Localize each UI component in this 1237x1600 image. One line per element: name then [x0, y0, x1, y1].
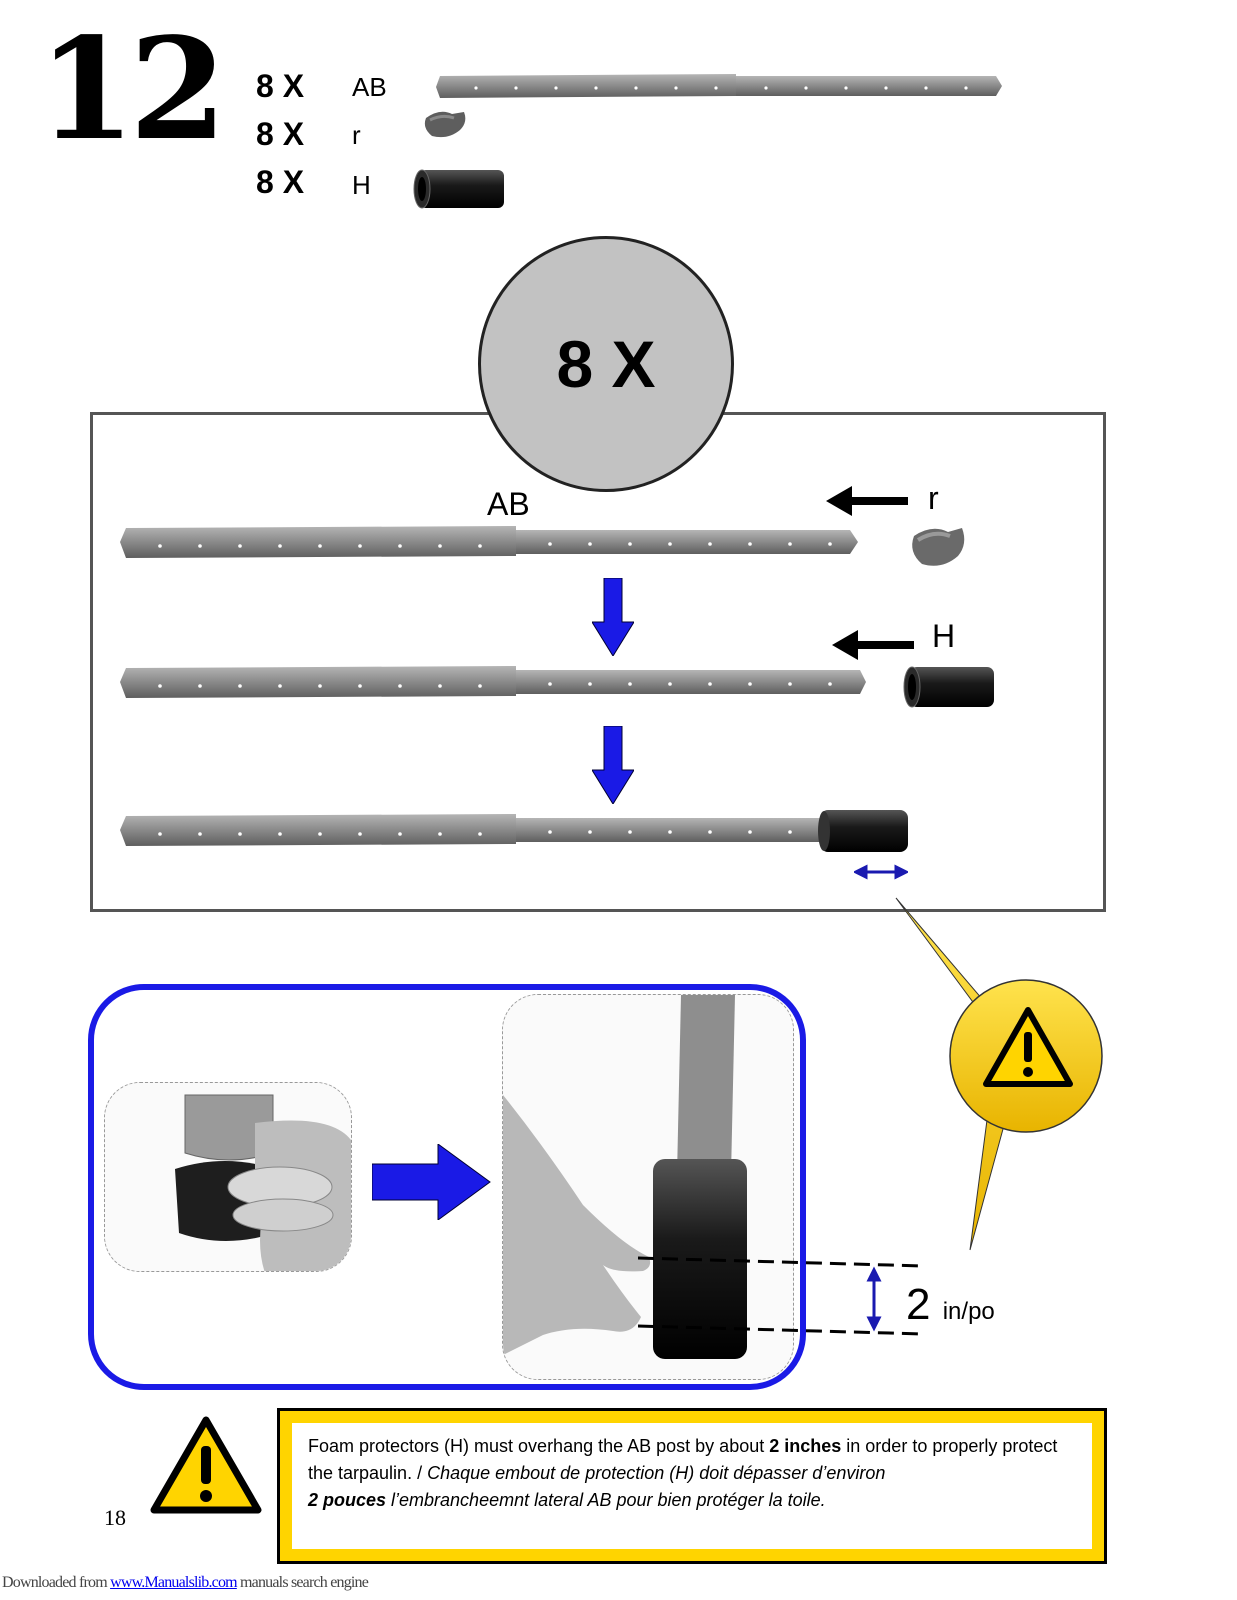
- end-cap-icon: [424, 111, 466, 138]
- ab-post-assembled: [120, 810, 908, 852]
- quantity-badge: 8 X: [478, 236, 734, 492]
- part-qty-h: 8 X: [256, 164, 305, 200]
- note-fr-text-2: l’embrancheemnt lateral AB pour bien pro…: [386, 1490, 826, 1510]
- end-cap-part: [912, 528, 965, 566]
- foam-protector-part: [903, 666, 994, 708]
- dimension-unit: in/po: [942, 1298, 995, 1325]
- manualslib-link[interactable]: www.Manualslib.com: [110, 1574, 238, 1591]
- part-qty-r: 8 X: [256, 116, 305, 152]
- arrow-right-icon: [372, 1144, 491, 1220]
- step-number: 12: [38, 8, 227, 172]
- label-r: r: [928, 480, 939, 516]
- arrow-down-icon: [592, 578, 634, 656]
- warning-icon: [150, 1416, 262, 1514]
- arrow-left-icon: [826, 486, 908, 516]
- dimension-value: 2: [906, 1280, 931, 1329]
- footer-suffix: manuals search engine: [236, 1574, 369, 1591]
- arrow-down-icon: [592, 726, 634, 804]
- dimension-label: 2 in/po: [906, 1280, 995, 1330]
- ab-post-row1: [120, 526, 858, 558]
- note-fr-text: Chaque embout de protection (H) doit dép…: [427, 1463, 886, 1483]
- page-number: 18: [104, 1505, 126, 1530]
- note-en-text-2: in order to properly protect the tarpaul…: [308, 1436, 1058, 1483]
- label-ab: AB: [487, 486, 530, 522]
- note-en-bold: 2 inches: [769, 1436, 842, 1456]
- hand-inserting-cap-illustration: [105, 1083, 351, 1271]
- arrow-left-icon: [832, 630, 914, 660]
- note-en-text: Foam protectors (H) must overhang the AB…: [308, 1436, 770, 1456]
- detail-photo-foam-overhang: [502, 994, 794, 1380]
- part-code-h: H: [352, 170, 371, 200]
- note-fr-bold: 2 pouces: [308, 1490, 387, 1510]
- part-code-r: r: [352, 120, 361, 150]
- overhang-dimension-arrow: [854, 864, 908, 880]
- dimension-guides: [638, 1256, 925, 1336]
- hand-holding-foam-illustration: [503, 995, 793, 1379]
- ab-post-row2: [120, 666, 866, 698]
- footer: Downloaded from www.Manualslib.com manua…: [2, 1574, 369, 1592]
- part-qty-ab: 8 X: [256, 68, 305, 104]
- detail-photo-insert-cap: [104, 1082, 352, 1272]
- footer-prefix: Downloaded from: [2, 1574, 111, 1591]
- warning-note: Foam protectors (H) must overhang the AB…: [277, 1408, 1107, 1564]
- part-code-ab: AB: [352, 72, 387, 102]
- warning-note-text: Foam protectors (H) must overhang the AB…: [292, 1423, 1092, 1549]
- ab-post-icon: [436, 74, 1002, 98]
- label-h: H: [932, 618, 956, 654]
- foam-protector-icon: [413, 169, 504, 209]
- warning-icon: [983, 1007, 1073, 1087]
- detail-box: [88, 984, 806, 1390]
